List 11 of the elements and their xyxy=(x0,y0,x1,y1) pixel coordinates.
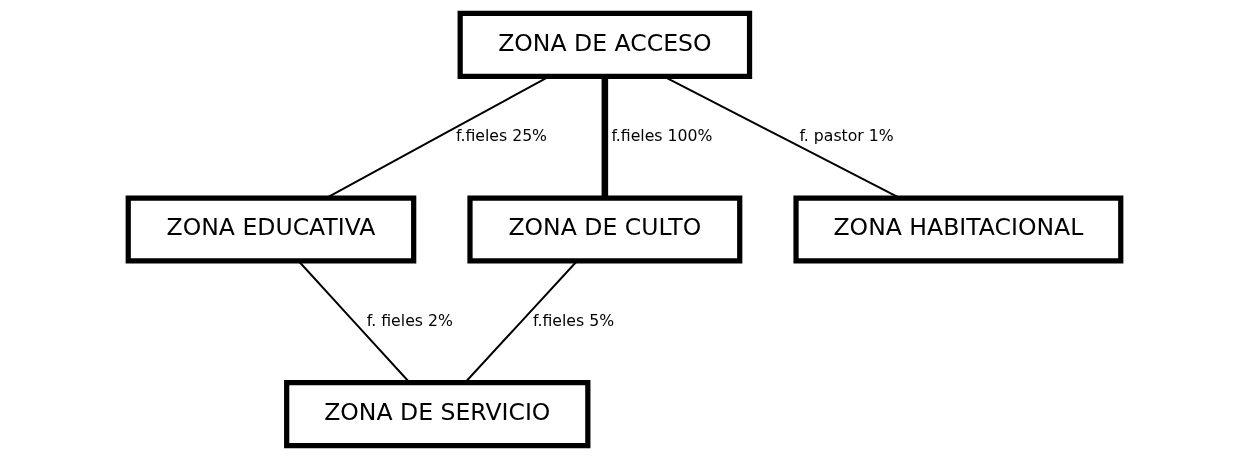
node-box: ZONA DE SERVICIO xyxy=(284,380,591,449)
connector xyxy=(601,76,609,198)
node-box: ZONA HABITACIONAL xyxy=(793,195,1124,264)
edge-label: f. fieles 2% xyxy=(366,310,453,330)
node-box: ZONA EDUCATIVA xyxy=(125,195,417,264)
node-box: ZONA DE CULTO xyxy=(467,195,743,264)
edge-label: f. pastor 1% xyxy=(799,126,894,146)
edge-label: f.fieles 100% xyxy=(611,126,713,146)
edge-label: f.fieles 25% xyxy=(456,126,548,146)
edge-label: f.fieles 5% xyxy=(533,310,615,330)
node-box: ZONA DE ACCESO xyxy=(457,10,753,79)
